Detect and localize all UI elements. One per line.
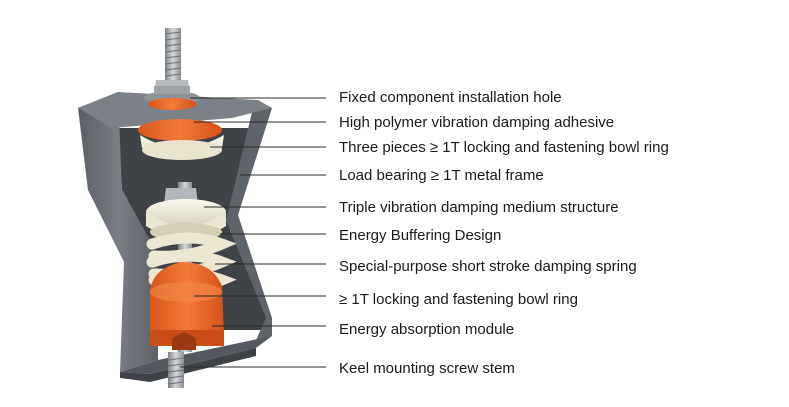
callout-short-stroke-spring: Special-purpose short stroke damping spr… [339,258,637,275]
top-threaded-screw [164,28,182,90]
callout-energy-absorption-module: Energy absorption module [339,321,514,338]
frame-right-plate [226,100,272,340]
callout-damping-adhesive: High polymer vibration damping adhesive [339,114,614,131]
isolator-illustration [78,28,272,388]
frame-bottom-plate [120,336,272,374]
bottom-screw-stem [167,352,185,388]
callout-locking-bowl-ring: ≥ 1T locking and fastening bowl ring [339,291,578,308]
callout-energy-buffering-design: Energy Buffering Design [339,227,501,244]
callout-triple-damping-structure: Triple vibration damping medium structur… [339,199,619,216]
callout-metal-frame: Load bearing ≥ 1T metal frame [339,167,544,184]
callout-three-pieces-bowl-ring: Three pieces ≥ 1T locking and fastening … [339,139,669,156]
top-fastener-group [144,80,200,110]
frame-left-plate [78,92,158,372]
frame-top-plate [78,92,272,128]
upper-bowl-ring [138,119,224,160]
callout-labels: Fixed component installation hole High p… [339,89,669,377]
callout-keel-screw-stem: Keel mounting screw stem [339,360,515,377]
leader-lines [180,97,326,368]
callout-fixed-installation-hole: Fixed component installation hole [339,89,562,106]
energy-absorption-module [150,262,224,350]
